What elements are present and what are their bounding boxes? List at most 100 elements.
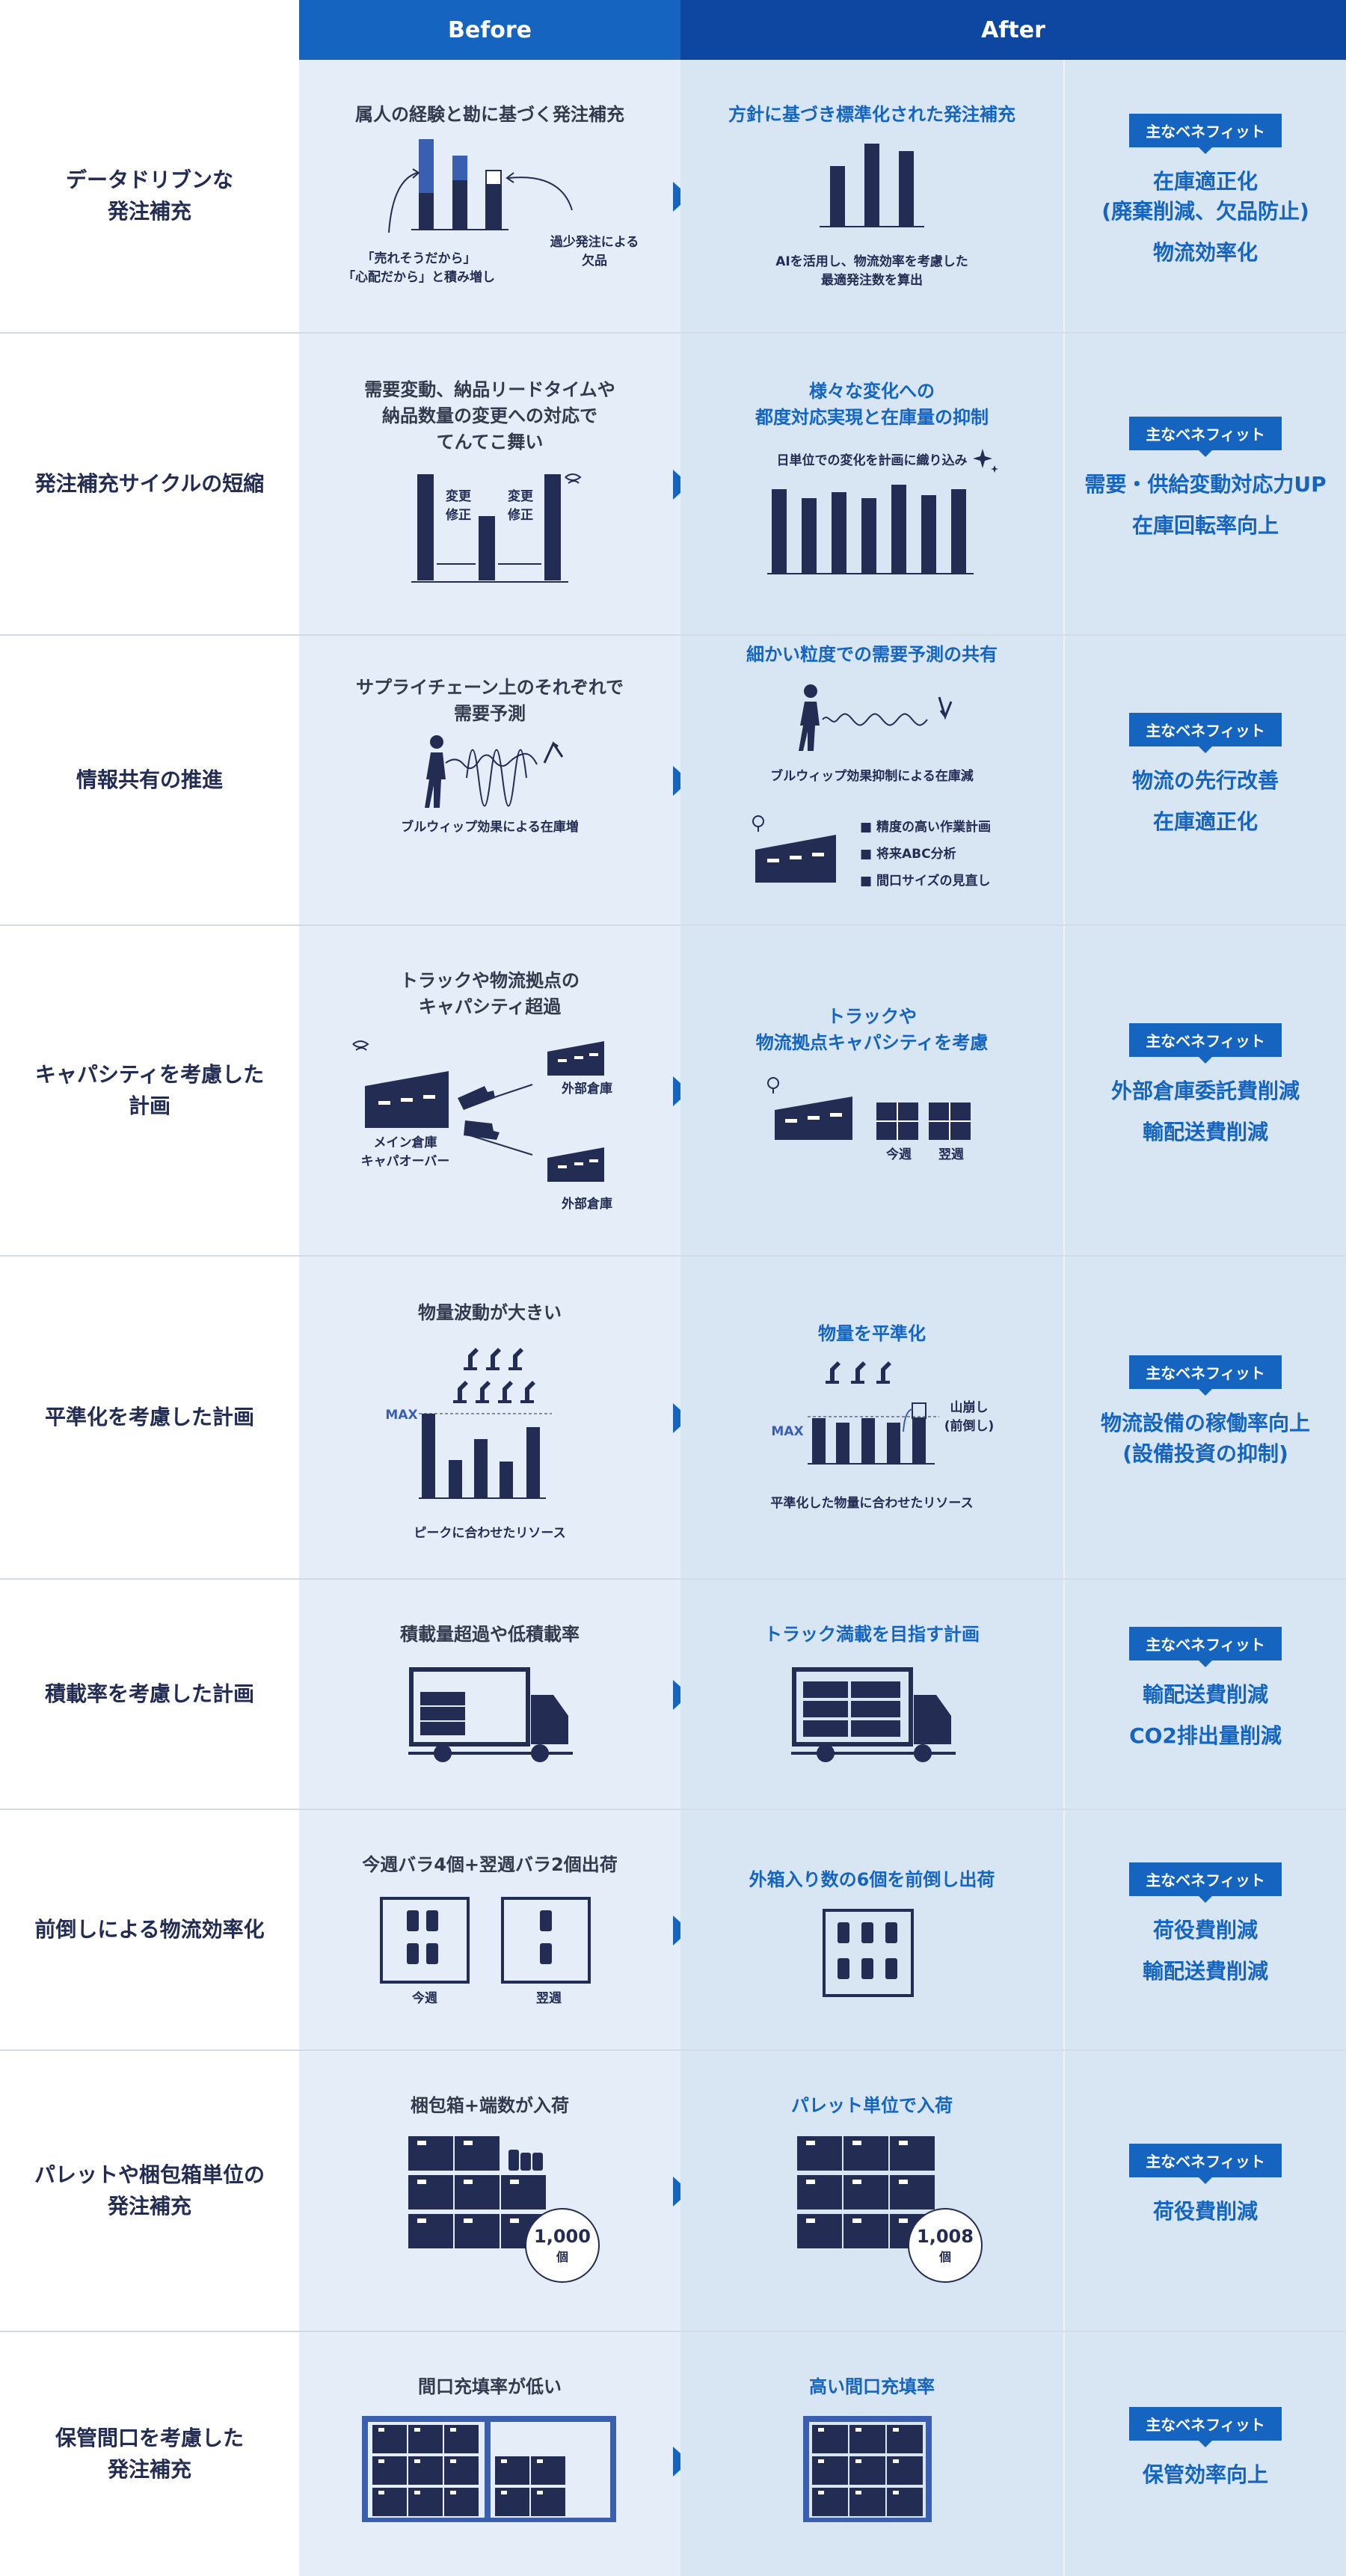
truck-icon xyxy=(791,1667,956,1762)
benefit-cell: 主なベネフィット 荷役費削減 xyxy=(1065,2051,1346,2331)
capacity-figure xyxy=(352,1040,604,1182)
after-cell: トラックや 物流拠点キャパシティを考慮 今週 翌週 xyxy=(680,926,1063,1255)
list-item: ■ 精度の高い作業計画 xyxy=(860,820,991,835)
before-title: 需要変動、納品リードタイムや 納品数量の変更への対応で てんてこ舞い xyxy=(364,379,615,453)
benefit-text: 物流設備の稼働率向上 (設備投資の抑制) xyxy=(1100,1410,1310,1466)
benefit-badge: 主なベネフィット xyxy=(1129,712,1282,753)
storage-rack-figure xyxy=(362,2416,616,2522)
before-title: 梱包箱+端数が入荷 xyxy=(410,2095,570,2116)
storage-rack-figure xyxy=(803,2416,932,2522)
benefit-cell: 主なベネフィット 輸配送費削減 CO2排出量削減 xyxy=(1065,1580,1346,1809)
header-blank xyxy=(0,0,299,60)
robot-arms-icon xyxy=(453,1348,535,1403)
external-warehouse-label: 外部倉庫 xyxy=(562,1197,612,1212)
column-divider xyxy=(1063,926,1065,1255)
before-cell: サプライチェーン上のそれぞれで 需要予測 ブルウィップ効果による在庫増 xyxy=(299,636,680,924)
after-title: 物量を平準化 xyxy=(818,1323,926,1344)
bar-chart-figure xyxy=(388,139,573,233)
after-title: 様々な変化への 都度対応実現と在庫量の抑制 xyxy=(755,381,989,428)
column-divider xyxy=(1063,1257,1065,1578)
before-title: サプライチェーン上のそれぞれで 需要予測 xyxy=(355,677,624,724)
column-divider xyxy=(1063,334,1065,634)
benefit-badge: 主なベネフィット xyxy=(1129,1626,1282,1667)
before-title: 今週バラ4個+翌週バラ2個出荷 xyxy=(362,1854,618,1875)
benefit-text: 在庫回転率向上 xyxy=(1131,512,1279,538)
after-title: 細かい粒度での需要予測の共有 xyxy=(746,644,998,665)
before-cell: 属人の経験と勘に基づく発注補充 「売れそうだから」 「心配だから」と積み増し 過… xyxy=(299,60,680,332)
row-capacity-plan: キャパシティを考慮した 計画 トラックや物流拠点の キャパシティ超過 メイン倉庫… xyxy=(0,926,1346,1257)
after-caption: ブルウィップ効果抑制による在庫減 xyxy=(770,769,974,784)
table-header: Before After xyxy=(0,0,1346,60)
row-name: 情報共有の推進 xyxy=(0,636,299,924)
row-storage-slot: 保管間口を考慮した 発注補充 間口充填率が低い 高い間口充填率 主なベネフィット… xyxy=(0,2332,1346,2576)
after-cell: 外箱入り数の6個を前倒し出荷 xyxy=(680,1810,1063,2049)
row-name: キャパシティを考慮した 計画 xyxy=(0,926,299,1255)
benefit-badge: 主なベネフィット xyxy=(1129,113,1282,154)
list-item: ■ 間口サイズの見直し xyxy=(860,874,991,889)
bar-chart-figure xyxy=(767,485,974,574)
benefit-cell: 主なベネフィット 需要・供給変動対応力UP 在庫回転率向上 xyxy=(1065,334,1346,634)
benefit-badge: 主なベネフィット xyxy=(1129,1022,1282,1064)
benefit-text: 外部倉庫委託費削減 xyxy=(1110,1078,1300,1103)
quantity-number: 1,000 xyxy=(534,2226,591,2247)
row-name: 前倒しによる物流効率化 xyxy=(0,1810,299,2049)
column-divider xyxy=(1063,2332,1065,2576)
after-title: トラック満載を目指す計画 xyxy=(764,1624,980,1645)
column-divider xyxy=(1063,2051,1065,2331)
before-caption: ピークに合わせたリソース xyxy=(414,1526,566,1541)
bottle-boxes-figure xyxy=(380,1897,591,1984)
after-title: 方針に基づき標準化された発注補充 xyxy=(728,104,1015,125)
bullwhip-small-figure xyxy=(799,684,953,751)
leveled-bar-chart xyxy=(808,1402,939,1465)
row-name: 平準化を考慮した計画 xyxy=(0,1257,299,1578)
benefit-cell: 主なベネフィット 物流設備の稼働率向上 (設備投資の抑制) xyxy=(1065,1257,1346,1578)
external-warehouse-label: 外部倉庫 xyxy=(562,1082,612,1097)
change-label: 変更 修正 xyxy=(446,489,471,523)
main-warehouse-label: メイン倉庫 キャパオーバー xyxy=(360,1135,450,1169)
after-cell: 細かい粒度での需要予測の共有 ブルウィップ効果抑制による在庫減 ■ 精度の高い作… xyxy=(680,636,1063,924)
after-cell: 様々な変化への 都度対応実現と在庫量の抑制 日単位での変化を計画に織り込み xyxy=(680,334,1063,634)
warehouse-icon xyxy=(752,815,836,883)
max-label: MAX xyxy=(771,1424,804,1439)
after-cell: トラック満載を目指す計画 xyxy=(680,1580,1063,1809)
benefit-badge: 主なベネフィット xyxy=(1129,416,1282,457)
header-before: Before xyxy=(299,0,680,60)
truck-icon xyxy=(408,1667,573,1762)
row-name: 積載率を考慮した計画 xyxy=(0,1580,299,1809)
row-forward-shipping: 前倒しによる物流効率化 今週バラ4個+翌週バラ2個出荷 今週 翌週 外箱入り数の… xyxy=(0,1810,1346,2051)
after-title: 外箱入り数の6個を前倒し出荷 xyxy=(749,1869,995,1890)
before-caption-right: 過少発注による 欠品 xyxy=(550,235,639,269)
benefit-badge: 主なベネフィット xyxy=(1129,2407,1282,2448)
benefit-text: 輸配送費削減 xyxy=(1142,1958,1268,1984)
benefit-cell: 主なベネフィット 外部倉庫委託費削減 輸配送費削減 xyxy=(1065,926,1346,1255)
after-title: 高い間口充填率 xyxy=(809,2376,935,2397)
after-title: トラックや 物流拠点キャパシティを考慮 xyxy=(755,1006,989,1053)
bar-chart-figure xyxy=(820,144,924,227)
quantity-unit: 個 xyxy=(938,2250,951,2264)
quantity-circle: 1,000 個 xyxy=(525,2208,600,2283)
after-caption: 日単位での変化を計画に織り込み xyxy=(776,453,968,468)
before-cell: トラックや物流拠点の キャパシティ超過 メイン倉庫 キャパオーバー 外部倉庫 外… xyxy=(299,926,680,1255)
capacity-figure xyxy=(767,1077,971,1140)
before-title: 積載量超過や低積載率 xyxy=(400,1624,580,1645)
row-name: 保管間口を考慮した 発注補充 xyxy=(0,2332,299,2576)
before-title: 物量波動が大きい xyxy=(418,1302,562,1323)
before-cell: 間口充填率が低い xyxy=(299,2332,680,2576)
benefit-text: 在庫適正化 (廃棄削減、欠品防止) xyxy=(1101,168,1309,224)
after-list: ■ 精度の高い作業計画 ■ 将来ABC分析 ■ 間口サイズの見直し xyxy=(860,814,991,895)
sparkle-icon xyxy=(973,449,998,473)
row-name: パレットや梱包箱単位の 発注補充 xyxy=(0,2051,299,2331)
benefit-text: 輸配送費削減 xyxy=(1142,1681,1268,1707)
max-label: MAX xyxy=(385,1408,418,1423)
before-cell: 今週バラ4個+翌週バラ2個出荷 今週 翌週 xyxy=(299,1810,680,2049)
column-divider xyxy=(1063,1810,1065,2049)
this-week-label: 今週 xyxy=(412,1991,437,2006)
benefit-text: 保管効率向上 xyxy=(1142,2462,1268,2488)
after-caption: 平準化した物量に合わせたリソース xyxy=(770,1496,974,1511)
before-title: トラックや物流拠点の キャパシティ超過 xyxy=(400,970,580,1017)
row-cycle-shortening: 発注補充サイクルの短縮 需要変動、納品リードタイムや 納品数量の変更への対応で … xyxy=(0,334,1346,636)
bottle-box-figure xyxy=(823,1909,914,1997)
next-week-label: 翌週 xyxy=(536,1991,562,2006)
benefit-badge: 主なベネフィット xyxy=(1129,2144,1282,2185)
this-week-label: 今週 xyxy=(886,1147,912,1162)
